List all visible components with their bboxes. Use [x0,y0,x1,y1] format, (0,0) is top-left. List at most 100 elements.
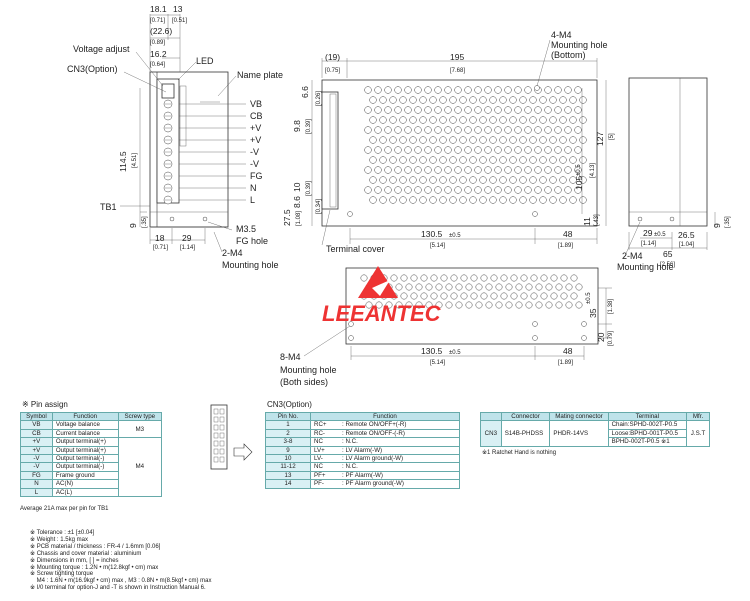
vent-hole [364,186,372,194]
top-view: (19) [0.75] 195 [7.68] 6.6 [0.26] 9.8 [0… [282,30,615,254]
vent-hole [439,136,447,144]
screw-m4: M4 [117,437,163,498]
cn3-pin: 3-8 [265,437,311,447]
vent-hole [530,292,538,300]
vent-hole [529,136,537,144]
connector-pin [213,440,219,447]
vent-hole [504,106,512,114]
vent-hole [504,146,512,154]
vent-hole [424,106,432,114]
connector-pin [213,448,219,455]
end-dim-265-in: [1.04] [679,242,694,248]
vent-hole [394,146,402,154]
vent-hole [404,146,412,154]
screw-m3: M3 [117,420,163,439]
vent-hole [464,126,472,134]
label-top-4m4: 4-M4 [551,30,572,40]
vent-hole [534,126,542,134]
table-row: BPHD-002T-P0.5 ※1 [481,437,710,447]
vent-hole [499,96,507,104]
vent-hole [509,116,517,124]
vent-hole [444,86,452,94]
vent-hole [579,176,587,184]
note-line: ※ I/0 terminal for option-J and -T is sh… [30,585,206,592]
vent-hole [565,301,573,309]
vent-hole [489,136,497,144]
top-dim-1305-in: [5.14] [430,243,445,249]
connector-table: Connector Mating connector Terminal Mfr.… [480,411,710,447]
vent-hole [529,176,537,184]
vent-hole [424,146,432,154]
pin-function: Frame ground [51,470,119,481]
cn3-signal: PF+ [310,470,339,481]
vent-hole [559,96,567,104]
connector-mating: PHDR-14VS [549,420,609,447]
side-dim-top-a: 18.1 [150,4,167,14]
vent-hole [424,126,432,134]
vent-hole [454,166,462,174]
vent-hole [414,186,422,194]
vent-hole [509,176,517,184]
vent-hole [455,301,463,309]
side-dim-1145-in: [4.51] [132,153,138,168]
top-dim-1305: 130.5 [421,229,443,239]
vent-hole [409,116,417,124]
vent-hole [405,301,413,309]
cn3-function: : N.C. [339,437,460,447]
label-name-plate: Name plate [237,70,283,80]
top-dim-86: 8.6 [292,196,302,208]
bottom-dim-35-in: [1.38] [608,299,614,314]
vent-hole [495,283,503,291]
vent-hole [369,196,377,204]
vent-hole [564,106,572,114]
vent-hole [454,126,462,134]
side-dim-226: (22.6) [150,26,172,36]
vent-hole [569,156,577,164]
cn3-function: : N.C. [339,462,460,472]
top-dim-48-in: [1.89] [558,243,573,249]
vent-hole [484,166,492,174]
vent-hole [534,146,542,154]
vent-hole [545,301,553,309]
vent-hole [559,176,567,184]
vent-hole [490,274,498,282]
vent-hole [409,196,417,204]
vent-hole [374,126,382,134]
vent-hole [525,301,533,309]
vent-hole [379,156,387,164]
connector-col-blank [480,411,502,422]
vent-hole [389,96,397,104]
vent-hole [479,156,487,164]
vent-hole [414,166,422,174]
vent-hole [514,106,522,114]
pin-symbol: +V [20,445,53,456]
side-dim-b9-in: [.35] [142,216,148,228]
vent-hole [389,196,397,204]
vent-hole [499,156,507,164]
vent-hole [499,176,507,184]
top-dim-66-in: [0.26] [316,91,322,106]
vent-hole [364,166,372,174]
vent-hole [445,301,453,309]
cn3-signal: LV+ [310,445,339,456]
pin-symbol: N [20,479,53,489]
vent-hole [419,176,427,184]
vent-hole [569,196,577,204]
top-dim-11: 11 [582,217,592,226]
vent-hole [499,116,507,124]
vent-hole [579,136,587,144]
vent-hole [449,196,457,204]
vent-hole [444,126,452,134]
vent-hole [550,292,558,300]
cn3-function: : LV Alarm ground(-W) [339,454,460,464]
cn3-header: Pin No. Function [265,411,460,422]
top-dim-48: 48 [563,229,573,239]
note-line: ※ PCB material / thickness : FR-4 / 1.6m… [30,543,161,550]
bottom-dim-1305: 130.5 [421,346,443,356]
top-dim-275: 27.5 [282,209,292,226]
vent-hole [554,126,562,134]
